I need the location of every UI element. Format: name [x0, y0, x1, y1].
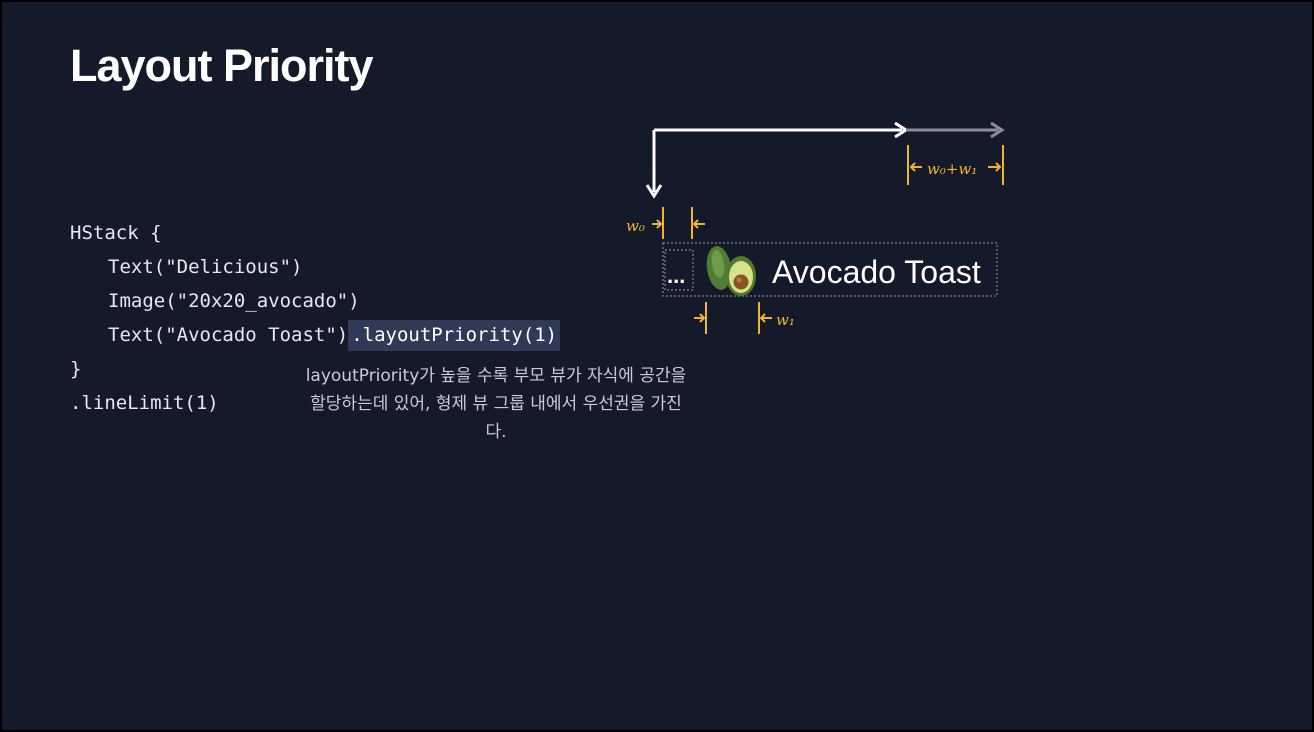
code-line-text-avocado: Text("Avocado Toast").layoutPriority(1)	[70, 318, 561, 352]
code-line-close-brace: }	[70, 358, 82, 380]
proposal-arrow	[645, 121, 1005, 199]
code-line-line-limit: .lineLimit(1)	[70, 392, 219, 414]
hstack-frame	[662, 242, 998, 297]
w0-dimension	[652, 207, 705, 239]
caption-subtitle: layoutPriority가 높을 수록 부모 뷰가 자식에 공간을 할당하는…	[305, 366, 687, 442]
delicious-truncated-frame	[664, 249, 694, 291]
slide-title: Layout Priority	[70, 40, 374, 91]
code-line-text-delicious: Text("Delicious")	[108, 256, 303, 278]
w1-dimension	[694, 302, 772, 334]
code-line-hstack: HStack {	[70, 222, 162, 244]
avocado-toast-text: Avocado Toast	[772, 254, 981, 290]
avocado-icon	[706, 246, 756, 296]
code-line-image: Image("20x20_avocado")	[108, 290, 360, 312]
code-block: HStack { Text("Delicious") Image("20x20_…	[70, 216, 561, 420]
w0-w1-dimension	[907, 145, 1004, 185]
w0-w1-label: w₀+w₁	[927, 160, 977, 178]
w0-label: w₀	[626, 217, 645, 235]
truncated-ellipsis: ...	[667, 263, 685, 288]
code-text-avocado-call: Text("Avocado Toast")	[108, 324, 349, 346]
w1-label: w₁	[776, 311, 795, 329]
code-layout-priority-highlight: .layoutPriority(1)	[348, 320, 561, 351]
